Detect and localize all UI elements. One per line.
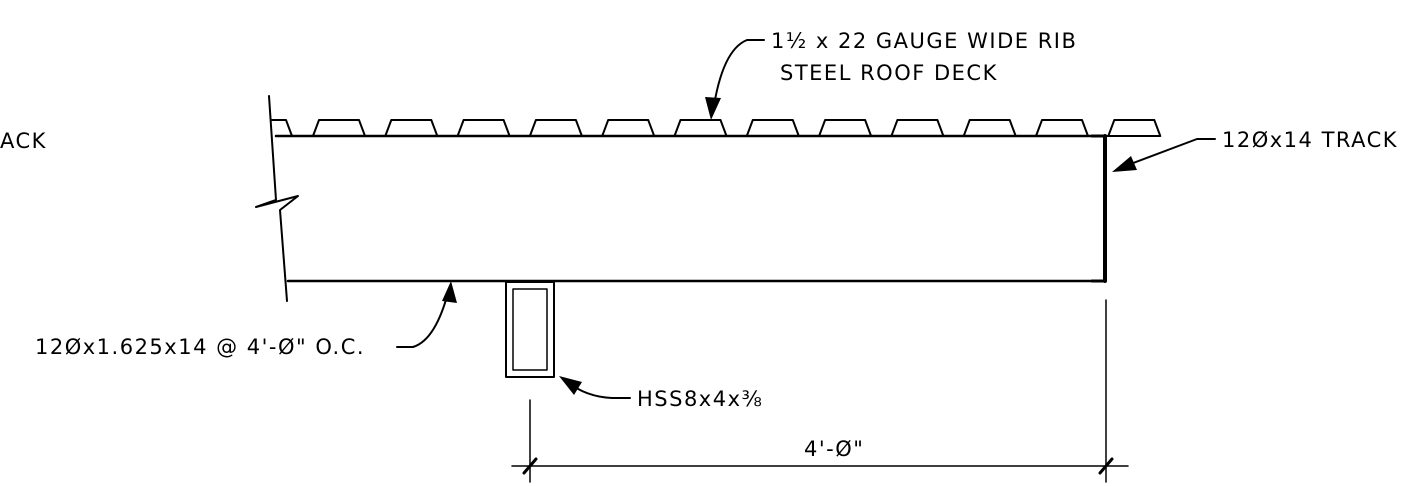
dimension-label: 4'-Ø"	[804, 437, 864, 461]
hss-tube	[505, 281, 555, 378]
hss-outer-wall	[505, 281, 555, 378]
break-line	[255, 95, 299, 302]
joist-leader-line	[396, 288, 450, 348]
roof-deck-rib-line	[271, 119, 1162, 137]
deck-leader-arrow	[705, 97, 721, 120]
dimension-tick-right	[1098, 457, 1114, 475]
hss-label: HSS8x4x⅜	[637, 387, 763, 411]
track-label: 12Øx14 TRACK	[1222, 128, 1398, 152]
track-section	[1090, 134, 1107, 283]
deck-leader-line	[712, 39, 765, 113]
joist-section	[274, 134, 1106, 283]
track-leader-arrow	[1112, 156, 1137, 172]
track-leader	[1112, 138, 1216, 172]
deck-label-line2: STEEL ROOF DECK	[780, 61, 998, 85]
hss-leader	[559, 376, 631, 399]
track-leader-line	[1119, 138, 1216, 169]
dimension-4ft	[511, 299, 1129, 483]
dimension-tick-left	[522, 457, 538, 475]
roof-deck-profile	[271, 119, 1162, 137]
deck-leader	[705, 39, 765, 120]
deck-label-line1: 1½ x 22 GAUGE WIDE RIB	[771, 29, 1077, 53]
joist-leader-arrow	[442, 281, 457, 303]
hss-inner-wall	[512, 288, 548, 371]
joist-label: 12Øx1.625x14 @ 4'-Ø" O.C.	[35, 335, 365, 359]
joist-leader	[396, 281, 457, 348]
hss-leader-arrow	[559, 376, 582, 395]
track-left-label-fragment: ACK	[0, 129, 47, 153]
